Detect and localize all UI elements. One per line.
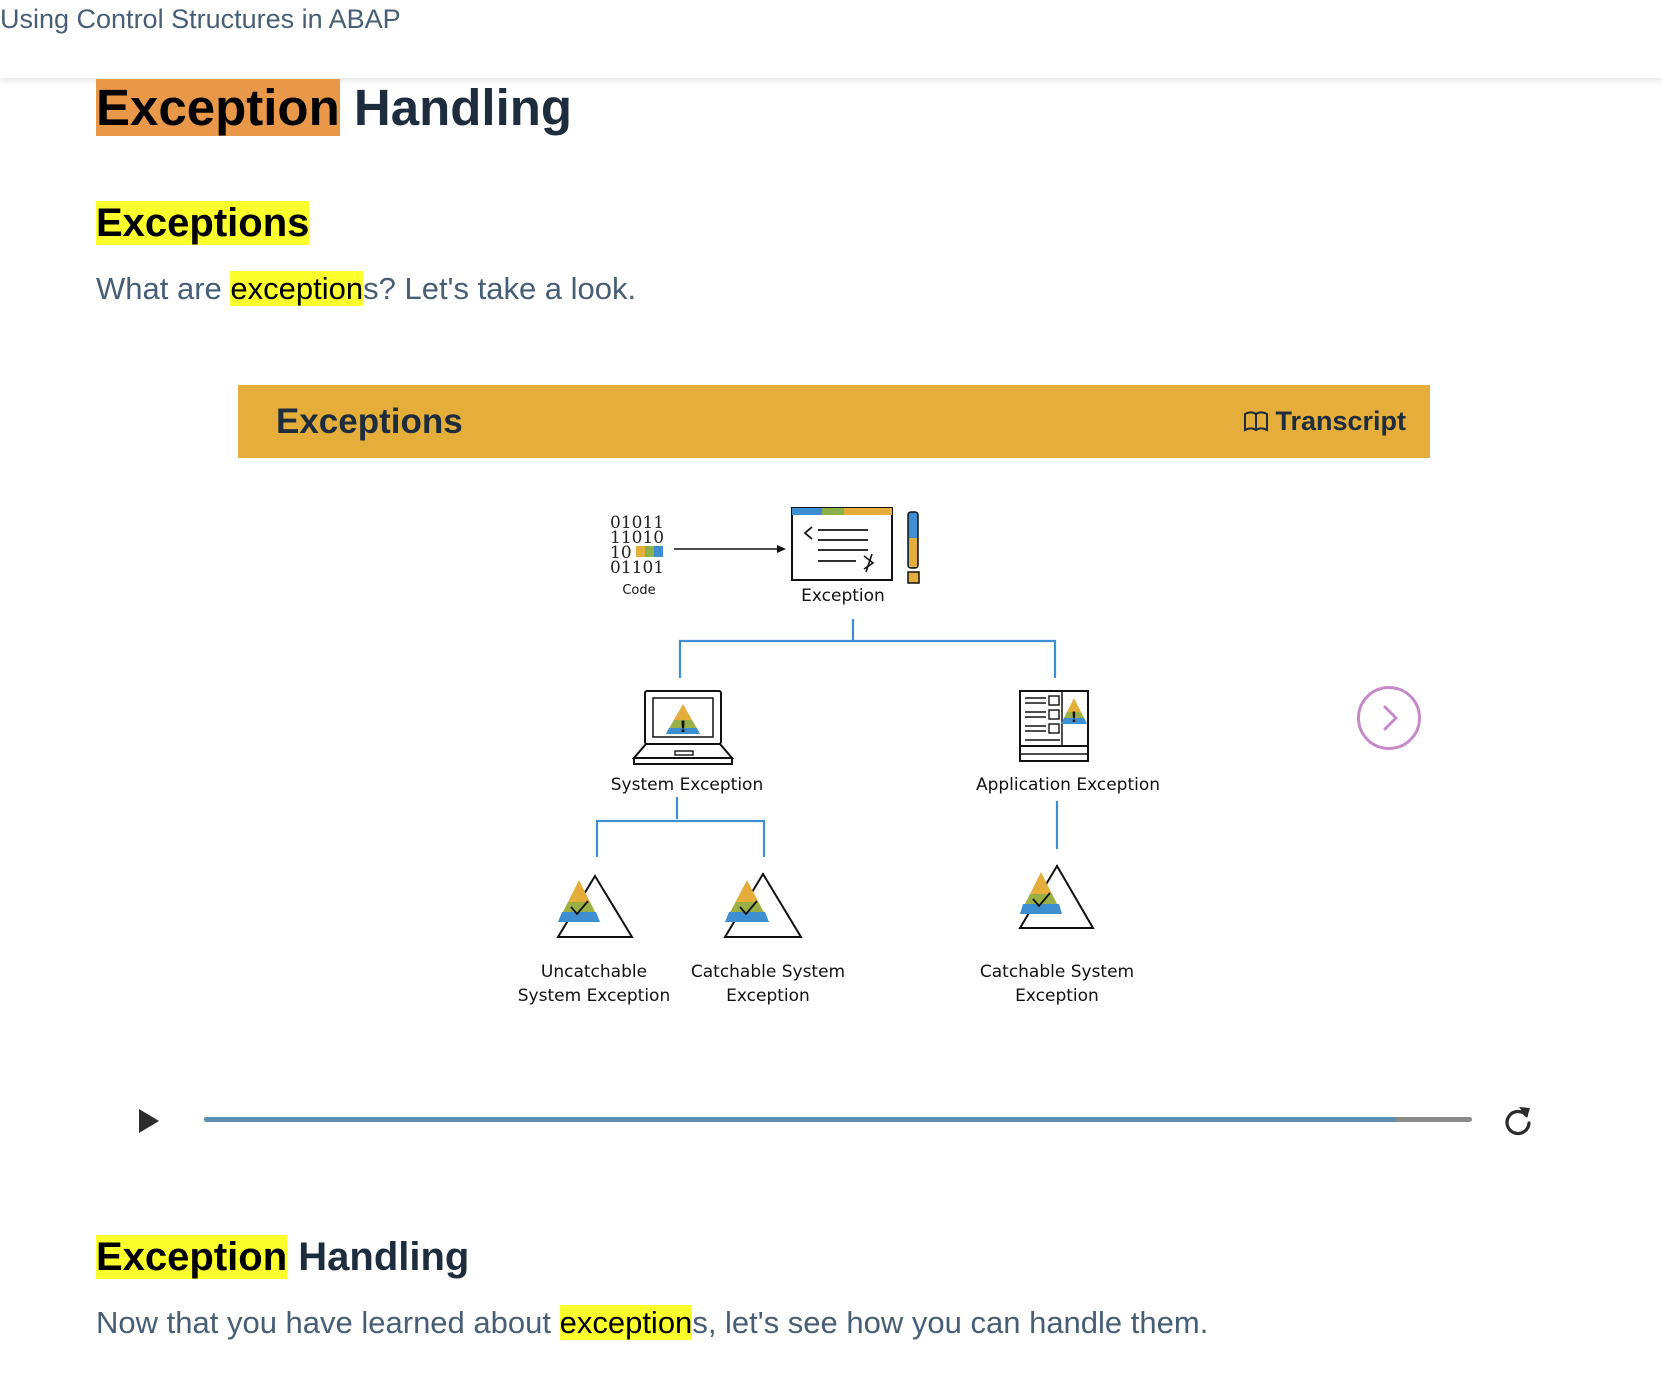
binary-line-1: 01011 [610, 513, 664, 533]
section2-heading-rest: Handling [287, 1235, 470, 1279]
section-heading-exceptions: Exceptions [96, 198, 310, 248]
progress-bar[interactable] [204, 1117, 1472, 1122]
section-intro-text: What are exceptions? Let's take a look. [96, 269, 636, 309]
binary-line-3: 10 [610, 543, 632, 563]
media-banner: Exceptions Transcript [238, 385, 1430, 458]
page-title-rest: Handling [339, 79, 573, 136]
leaf2-label-line2: Exception [726, 986, 810, 1006]
leaf1-label-line2: System Exception [518, 986, 670, 1006]
code-icon: 01011 11010 10 01101 [610, 513, 664, 578]
document-icon [791, 507, 893, 581]
exclamation-icon [907, 511, 920, 584]
section2-heading-highlight: Exception [96, 1235, 288, 1279]
intro-text-after: s? Let's take a look. [363, 271, 637, 306]
top-bar: Using Control Structures in ABAP [0, 0, 1662, 78]
media-banner-title: Exceptions [276, 402, 463, 441]
binary-line-4: 01101 [610, 558, 664, 578]
laptop-icon: ! [631, 690, 735, 765]
next-slide-button[interactable] [1357, 686, 1421, 750]
leaf1-label-line1: Uncatchable [541, 962, 647, 982]
course-title: Using Control Structures in ABAP [0, 4, 401, 34]
leaf3-label-line1: Catchable System [980, 962, 1134, 982]
replay-button[interactable] [1502, 1104, 1534, 1138]
intro-text-highlight: exception [230, 271, 364, 306]
application-icon: ! [1019, 690, 1089, 762]
section2-text-highlight: exception [559, 1305, 693, 1340]
book-icon [1244, 411, 1269, 432]
section2-text: Now that you have learned about exceptio… [96, 1303, 1208, 1343]
section2-text-after: s, let's see how you can handle them. [692, 1305, 1209, 1340]
leaf3-label-line2: Exception [1015, 986, 1099, 1006]
chevron-right-icon [1383, 705, 1398, 731]
progress-fill [204, 1117, 1396, 1122]
leaf2-label-line1: Catchable System [691, 962, 845, 982]
system-exception-label: System Exception [611, 775, 763, 795]
warning-triangle-icon [1018, 864, 1095, 929]
section-heading-highlight: Exceptions [96, 201, 310, 245]
exception-label: Exception [801, 586, 885, 606]
code-label: Code [622, 583, 655, 598]
transcript-label: Transcript [1275, 406, 1406, 436]
play-icon [139, 1109, 159, 1133]
play-button[interactable] [138, 1108, 160, 1134]
section2-text-before: Now that you have learned about [96, 1305, 560, 1340]
application-exception-label: Application Exception [976, 775, 1160, 795]
section-heading-exception-handling: Exception Handling [96, 1232, 469, 1282]
page-title: Exception Handling [96, 76, 572, 140]
svg-text:!: ! [679, 717, 686, 736]
warning-triangle-icon [723, 872, 803, 938]
svg-text:!: ! [1071, 710, 1077, 726]
replay-icon [1505, 1107, 1531, 1136]
warning-triangle-icon [556, 874, 634, 938]
binary-line-2: 11010 [610, 528, 664, 548]
transcript-button[interactable]: Transcript [1243, 406, 1406, 437]
page-title-highlight: Exception [96, 79, 340, 136]
intro-text-before: What are [96, 271, 231, 306]
